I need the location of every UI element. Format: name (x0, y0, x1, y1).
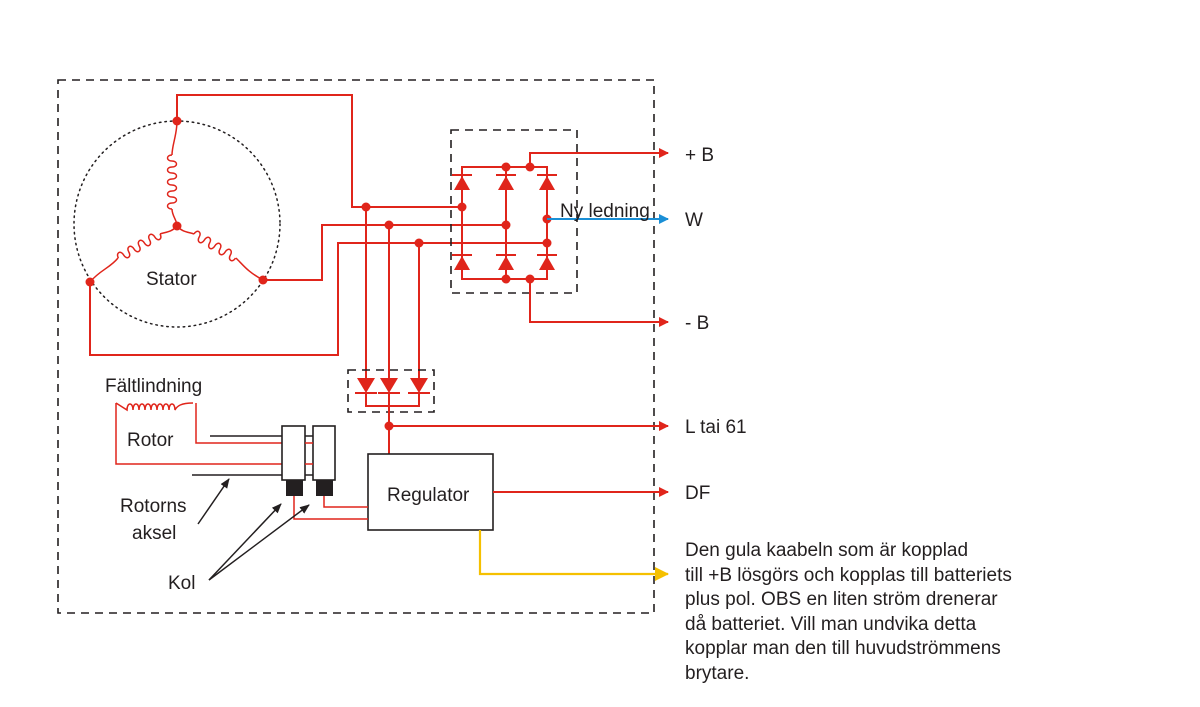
diode-upper-1 (452, 174, 472, 190)
note-line: då batteriet. Vill man undvika detta (685, 614, 977, 635)
exciter-diodes (347, 369, 435, 454)
yellow-cable (478, 530, 669, 581)
rotor-shaft-arrow (197, 478, 230, 525)
terminal-l: L tai 61 (685, 417, 747, 438)
rotor-shaft-label-line2: aksel (132, 523, 176, 544)
terminal-w: W (685, 210, 703, 231)
note-line: Den gula kaabeln som är kopplad (685, 540, 968, 561)
note-line: kopplar man den till huvudströmmens (685, 638, 1001, 659)
regulator-label: Regulator (387, 485, 470, 506)
phase-wire-c (89, 242, 547, 356)
rectifier-bridge (450, 129, 578, 294)
slip-ring-1 (281, 425, 306, 481)
carbon-arrow-2 (208, 504, 310, 581)
rotor-label: Rotor (127, 430, 174, 451)
exciter-diode-3 (408, 378, 430, 394)
new-wire-label: Ny ledning (560, 201, 650, 222)
exciter-diodes-outline (347, 369, 435, 413)
stator-node-center (172, 221, 182, 231)
diode-lower-3 (537, 254, 557, 270)
phase-wire-b (263, 224, 506, 281)
note-line: brytare. (685, 663, 749, 684)
stator: Stator (73, 116, 281, 328)
terminal-df: DF (685, 483, 710, 504)
rotor: Fältlindning Rotor (105, 376, 368, 520)
rectifier-bridge-outline (450, 129, 578, 294)
stator-label: Stator (146, 269, 197, 290)
terminal-minus-b: - B (685, 313, 709, 334)
phase-wire-a (176, 94, 462, 208)
regulator-box (367, 453, 494, 531)
note-line: plus pol. OBS en liten ström drenerar (685, 589, 998, 610)
carbon-label: Kol (168, 573, 195, 594)
carbon-brush-1 (286, 480, 303, 496)
carbon-brush-2 (316, 480, 333, 496)
diode-upper-3 (537, 174, 557, 190)
diode-upper-2 (496, 174, 516, 190)
exciter-diode-2 (378, 378, 400, 394)
terminal-plus-b: + B (685, 145, 714, 166)
stator-winding-top (166, 120, 178, 227)
carbon-arrow-1 (208, 503, 282, 581)
exciter-diode-1 (355, 378, 377, 394)
field-winding-coil (115, 402, 194, 412)
diode-lower-1 (452, 254, 472, 270)
slip-ring-2 (312, 425, 336, 481)
diode-lower-2 (496, 254, 516, 270)
minus-b-wire (529, 279, 669, 327)
note-line: till +B lösgörs och kopplas till batteri… (685, 565, 1012, 586)
field-winding-label: Fältlindning (105, 376, 202, 397)
alternator-housing-outline (57, 79, 655, 614)
note: Den gula kaabeln som är kopplad till +B … (685, 540, 1012, 684)
rotor-shaft-label-line1: Rotorns (120, 496, 187, 517)
plus-b-wire (529, 148, 669, 167)
